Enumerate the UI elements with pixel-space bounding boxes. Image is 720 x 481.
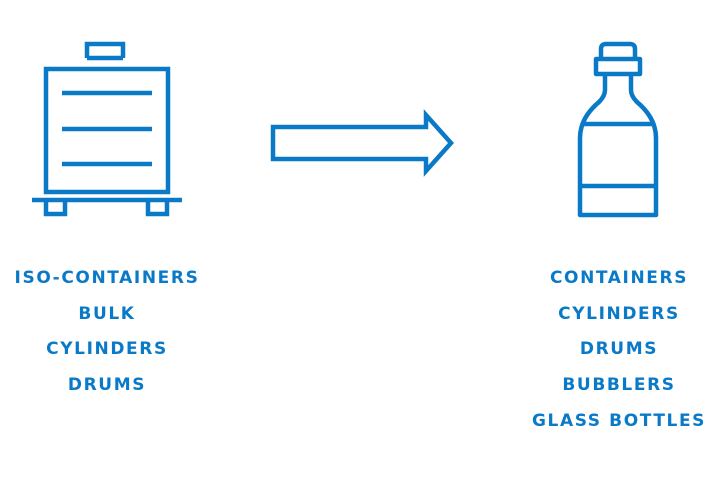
source-label: BULK (78, 303, 136, 324)
target-label: BUBBLERS (562, 375, 676, 396)
bottle-icon (577, 41, 659, 218)
target-label: DRUMS (579, 339, 659, 360)
arrow-right-icon (270, 109, 455, 177)
source-label: ISO-CONTAINERS (14, 268, 200, 288)
target-label: CONTAINERS (549, 268, 689, 288)
source-label-list: ISO-CONTAINERS BULK CYLINDERS DRUMS (8, 261, 206, 404)
target-label-list: CONTAINERS CYLINDERS DRUMS BUBBLERS GLAS… (528, 261, 710, 440)
target-label: CYLINDERS (558, 303, 680, 324)
source-label: DRUMS (67, 375, 147, 396)
target-label: GLASS BOTTLES (531, 410, 707, 431)
source-label: CYLINDERS (46, 339, 168, 360)
iso-container-icon (32, 41, 182, 217)
